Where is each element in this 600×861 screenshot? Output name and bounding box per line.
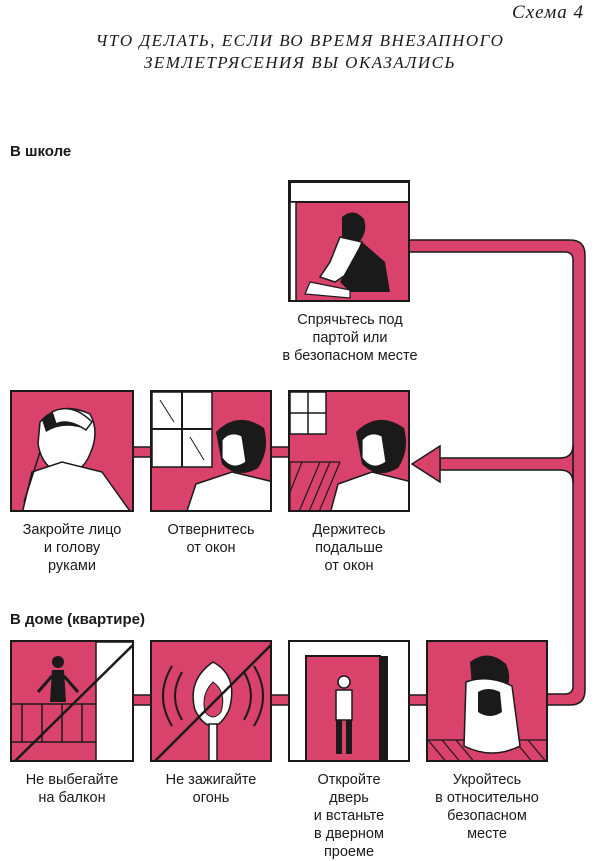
balcony-prohibited-illustration (12, 642, 132, 760)
match-flame-prohibited-illustration (154, 644, 270, 760)
panel-cover-face (10, 390, 134, 512)
link-home-2-3 (269, 694, 290, 706)
caption-cover-face: Закройте лицо и голову руками (22, 522, 122, 574)
panel-keep-away-from-windows (288, 390, 410, 512)
window-and-person-illustration (152, 392, 270, 510)
panel-hide-under-desk (288, 180, 410, 302)
distant-window-and-person-illustration (290, 392, 408, 510)
section-home-heading: В доме (квартире) (10, 611, 145, 628)
crouching-person-illustration (428, 655, 546, 760)
person-in-doorway-illustration (305, 655, 388, 760)
person-covering-face-illustration (22, 407, 131, 510)
link-home-3-4 (407, 694, 429, 706)
panel-take-shelter (426, 640, 548, 762)
panel-turn-away-from-windows (150, 390, 272, 512)
diagram-title-line-1: ЧТО ДЕЛАТЬ, ЕСЛИ ВО ВРЕМЯ ВНЕЗАПНОГО (95, 31, 505, 50)
caption-turn-away-from-windows: Отвернитесь от окон (167, 522, 255, 556)
arrow-head-to-keep-away (410, 444, 441, 484)
caption-hide-under-desk: Спрячьтесь под партой или в безопасном м… (282, 312, 418, 364)
caption-stand-in-doorway: Откройте дверь и встаньте в дверном прое… (313, 772, 385, 860)
diagram-title-line-2: ЗЕМЛЕТРЯСЕНИЯ ВЫ ОКАЗАЛИСЬ (143, 53, 457, 72)
panel-stand-in-doorway (288, 640, 410, 762)
connector-branch (439, 444, 574, 484)
caption-no-balcony: Не выбегайте на балкон (25, 772, 119, 806)
scheme-number: Схема 4 (512, 2, 584, 23)
caption-take-shelter: Укройтесь в относительно безопасном мест… (435, 772, 539, 842)
caption-keep-away-from-windows: Держитесь подальше от окон (312, 522, 386, 574)
panel-no-balcony (10, 640, 134, 762)
link-home-1-2 (132, 694, 152, 706)
caption-no-fire: Не зажигайте огонь (165, 772, 257, 806)
panel-no-fire (150, 640, 272, 762)
link-school-1-2 (132, 446, 152, 458)
person-under-desk-illustration (290, 182, 408, 300)
link-school-2-3 (269, 446, 290, 458)
section-school-heading: В школе (10, 143, 72, 160)
